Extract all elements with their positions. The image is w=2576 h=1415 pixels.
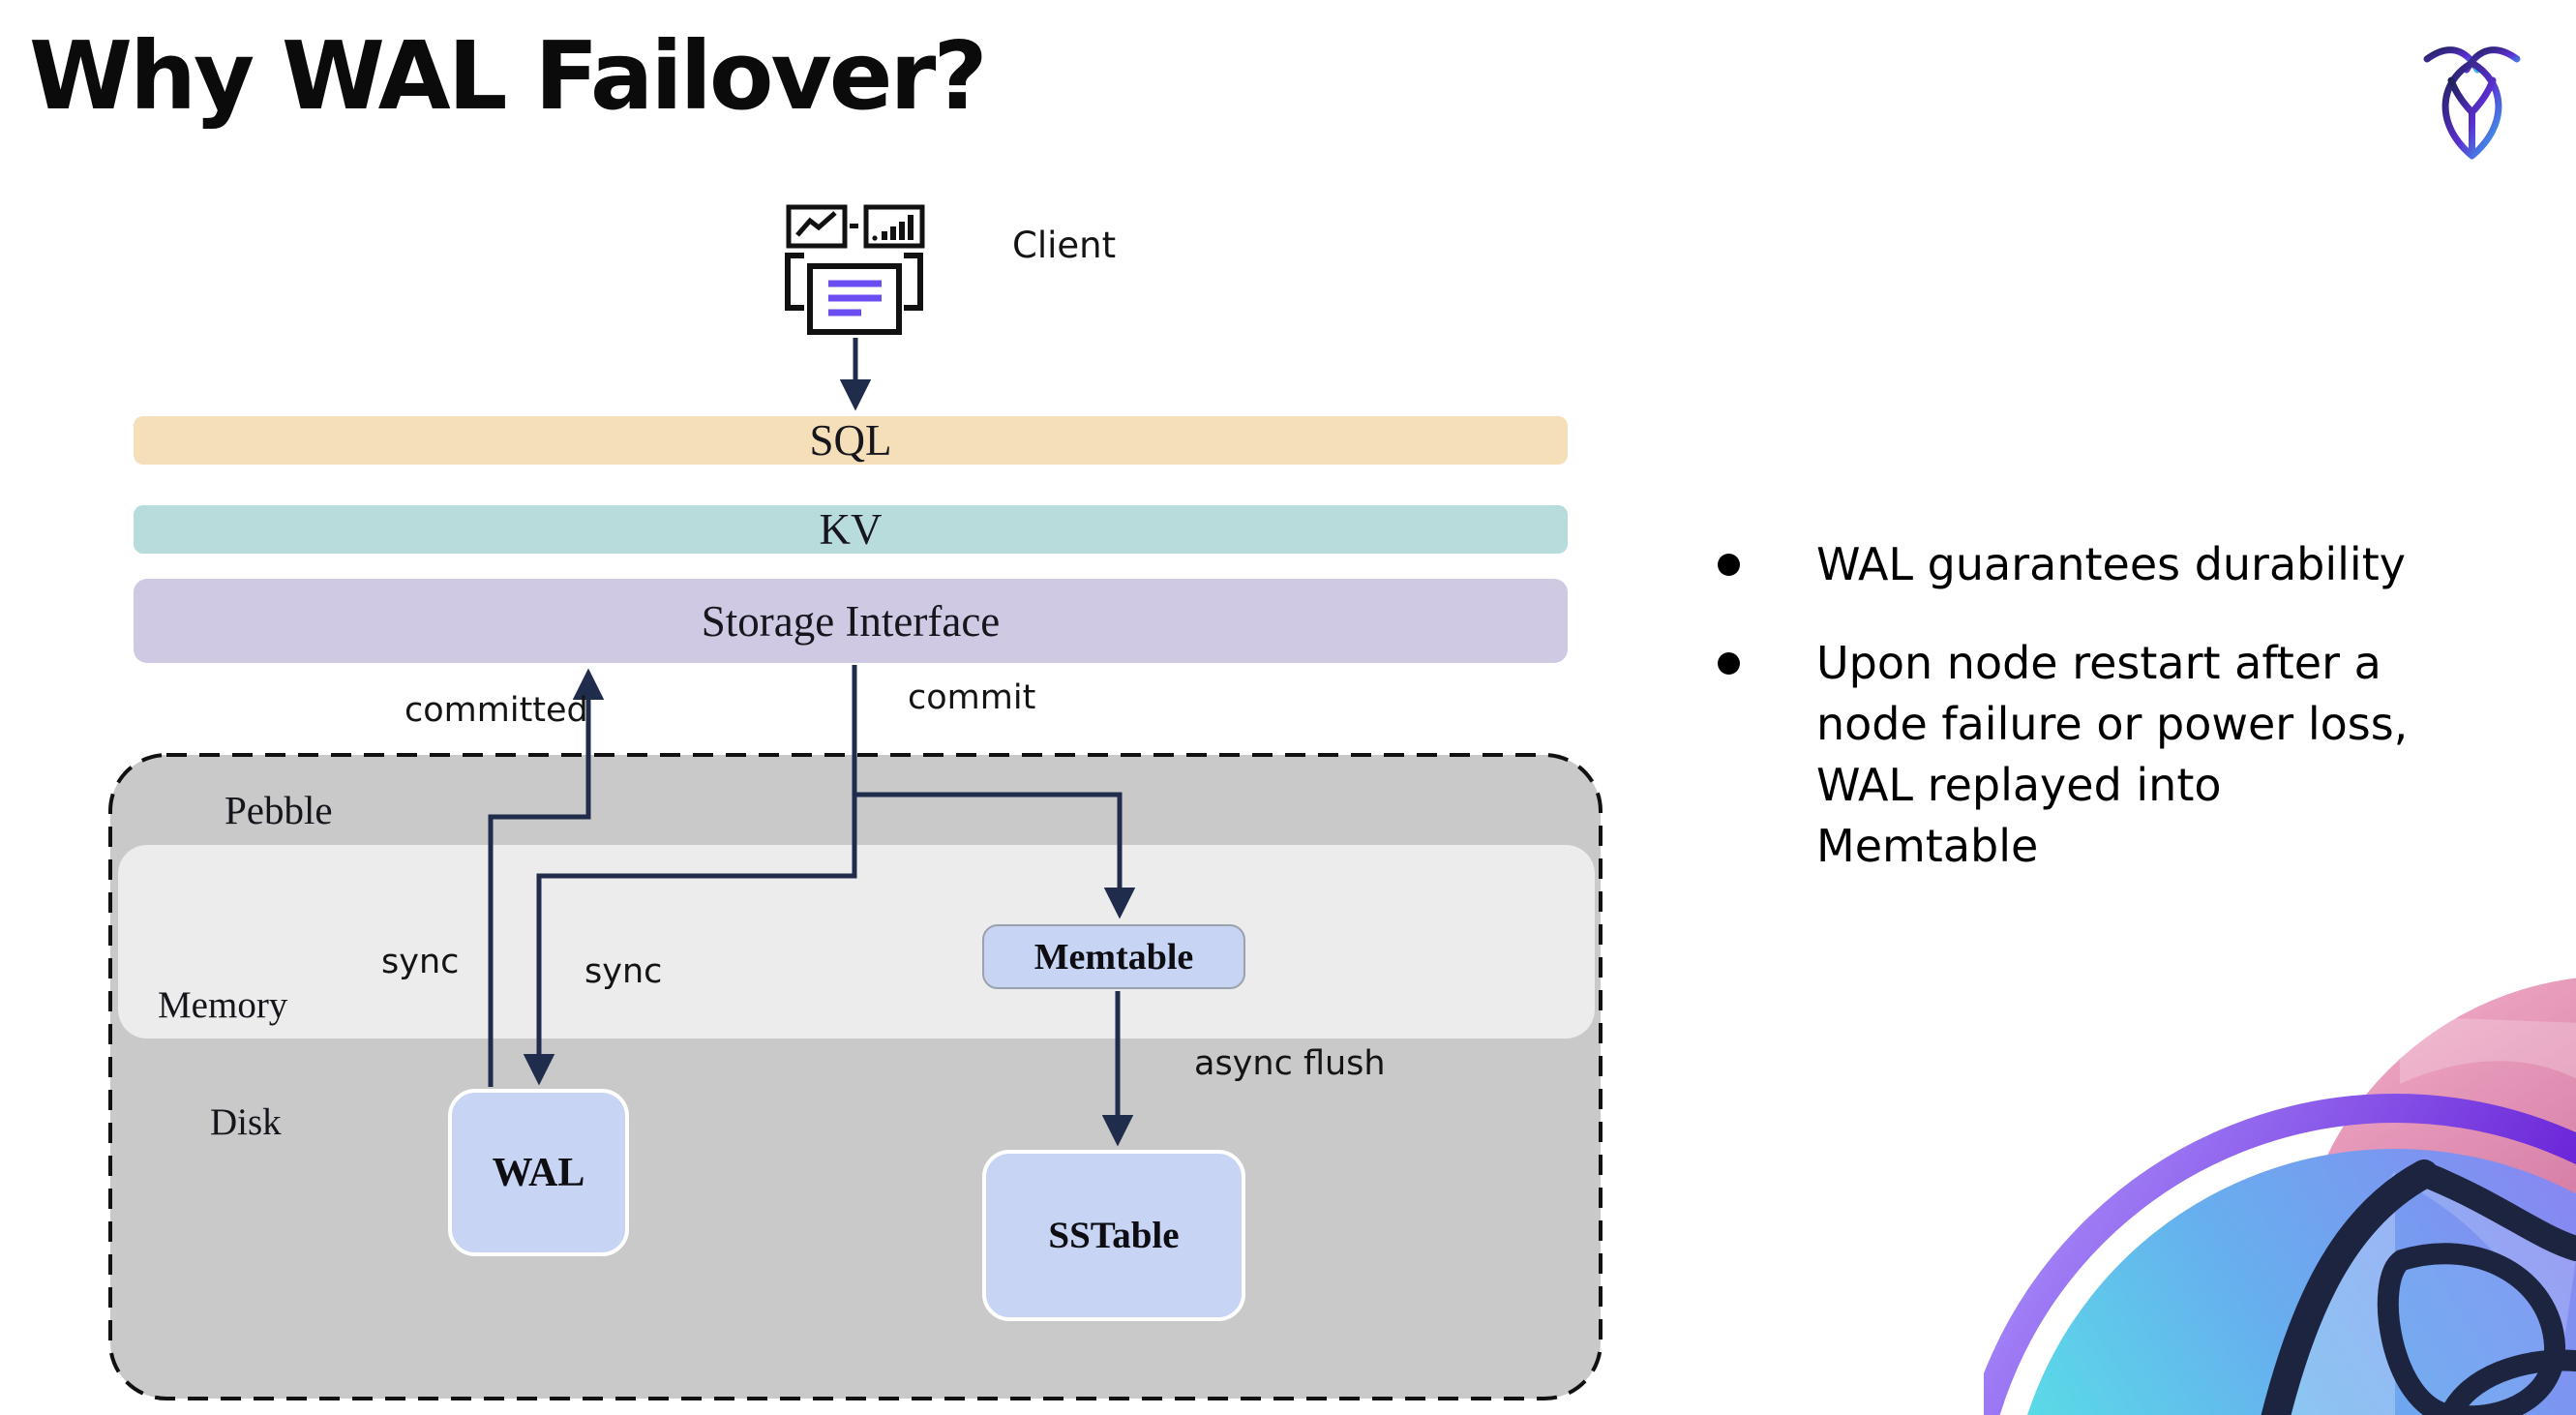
memtable-node-label: Memtable xyxy=(1033,936,1194,978)
bullet-text: WAL guarantees durability xyxy=(1816,538,2406,590)
storage-interface-label: Storage Interface xyxy=(701,596,1001,646)
list-item: Upon node restart after a node failure o… xyxy=(1718,633,2453,877)
bullet-text: Upon node restart after a node failure o… xyxy=(1816,637,2409,872)
committed-edge-label: committed xyxy=(404,691,588,730)
arrow-commit-to-memtable xyxy=(854,792,1136,919)
sql-layer-bar: SQL xyxy=(134,416,1568,465)
decor-pink-highlight xyxy=(2400,1016,2576,1084)
cockroachdb-logo xyxy=(2423,46,2521,160)
client-label: Client xyxy=(1012,225,1117,266)
client-terminal-icon xyxy=(785,204,925,335)
kv-layer-bar: KV xyxy=(134,505,1568,554)
decor-roach-limb xyxy=(2440,1349,2576,1415)
decor-ring xyxy=(1984,1094,2576,1415)
sync-edge-label-left: sync xyxy=(381,943,460,981)
arrow-committed-wal-to-storage xyxy=(488,668,605,1087)
decor-blue-circle xyxy=(2027,1149,2576,1415)
logo-vein xyxy=(2447,76,2497,158)
bar-2 xyxy=(890,226,896,240)
async-flush-edge-label: async flush xyxy=(1194,1044,1386,1083)
storage-interface-layer-bar: Storage Interface xyxy=(134,579,1568,663)
dash-connector xyxy=(850,224,858,228)
arrow-commit-storage-to-wal xyxy=(523,665,857,1086)
memory-label: Memory xyxy=(158,984,288,1026)
kv-layer-label: KV xyxy=(819,505,883,554)
memtable-node: Memtable xyxy=(982,924,1245,989)
decor-roach-limb xyxy=(2411,1161,2576,1261)
bullet-icon xyxy=(1718,554,1740,576)
page-title: Why WAL Failover? xyxy=(29,21,988,131)
bar-3 xyxy=(899,222,905,240)
sstable-node-label: SSTable xyxy=(1048,1215,1180,1256)
decor-roach-limb xyxy=(2261,1159,2439,1415)
list-item: WAL guarantees durability xyxy=(1718,534,2453,595)
bar-chart-dot xyxy=(872,235,878,241)
bullet-list: WAL guarantees durability Upon node rest… xyxy=(1718,534,2453,915)
bracket-icon xyxy=(785,253,804,311)
bar-4 xyxy=(908,215,914,240)
pebble-label: Pebble xyxy=(225,788,333,832)
brand-decoration-graphic xyxy=(1984,978,2576,1415)
bullet-icon xyxy=(1718,652,1740,675)
commit-edge-label: commit xyxy=(908,678,1036,717)
line-chart-line xyxy=(795,211,837,237)
memory-region xyxy=(118,845,1595,1039)
sql-layer-label: SQL xyxy=(809,416,892,465)
wal-node: WAL xyxy=(448,1089,629,1256)
wal-node-label: WAL xyxy=(492,1150,585,1195)
bracket-icon xyxy=(904,253,923,311)
bar-1 xyxy=(882,231,887,240)
sync-edge-label-right: sync xyxy=(584,952,663,991)
disk-label: Disk xyxy=(210,1101,282,1143)
sstable-node: SSTable xyxy=(982,1150,1245,1321)
